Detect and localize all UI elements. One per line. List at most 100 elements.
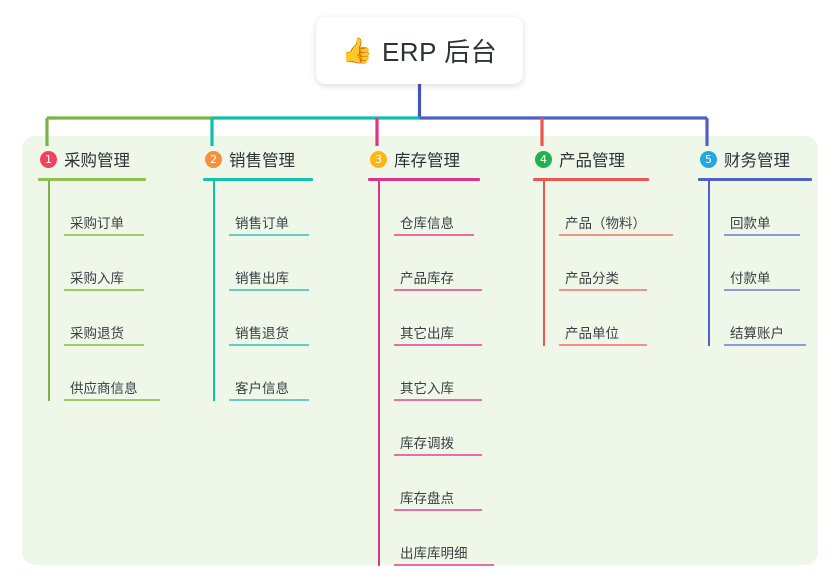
branch-underline (368, 178, 480, 181)
child-item-underline (394, 509, 482, 511)
branch-number-badge: 3 (370, 150, 387, 168)
branch-header[interactable]: 1 采购管理 (38, 146, 188, 172)
branch-number-badge: 4 (535, 150, 552, 168)
thumbs-up-icon: 👍 (341, 36, 373, 65)
branch-header[interactable]: 4 产品管理 (533, 146, 693, 172)
child-item-label: 销售出库 (235, 271, 289, 286)
branch-underline (533, 178, 649, 181)
child-item-label: 结算账户 (730, 326, 784, 341)
child-list: 产品（物料） 产品分类产品单位 (543, 181, 693, 346)
child-item-label: 产品库存 (400, 271, 454, 286)
child-item[interactable]: 产品库存 (394, 236, 528, 291)
child-item-underline (229, 234, 309, 236)
child-item[interactable]: 供应商信息 (64, 346, 188, 401)
child-item-underline (559, 289, 647, 291)
branch-number-badge: 1 (40, 150, 57, 168)
branch-5: 5 财务管理回款单付款单结算账户 (698, 146, 839, 346)
child-item-label: 回款单 (730, 216, 771, 231)
child-item-underline (394, 234, 474, 236)
child-item-underline (394, 564, 494, 566)
branch-header[interactable]: 3 库存管理 (368, 146, 528, 172)
child-item-underline (724, 289, 800, 291)
child-item-label: 产品（物料） (565, 216, 646, 231)
child-item[interactable]: 采购订单 (64, 181, 188, 236)
child-item-label: 销售退货 (235, 326, 289, 341)
child-item-label: 产品分类 (565, 271, 619, 286)
child-list: 采购订单采购入库采购退货供应商信息 (48, 181, 188, 401)
child-item-label: 库存盘点 (400, 491, 454, 506)
child-item[interactable]: 付款单 (724, 236, 839, 291)
child-item-underline (64, 399, 160, 401)
child-list: 销售订单销售出库销售退货客户信息 (213, 181, 353, 401)
child-item-underline (229, 344, 309, 346)
branch-underline (203, 178, 313, 181)
branch-spine (543, 181, 545, 346)
branch-spine (213, 181, 215, 401)
child-item[interactable]: 其它入库 (394, 346, 528, 401)
branch-3: 3 库存管理仓库信息产品库存其它出库其它入库库存调拨库存盘点出库库明细 (368, 146, 528, 566)
branch-1: 1 采购管理采购订单采购入库采购退货供应商信息 (38, 146, 188, 401)
child-item[interactable]: 产品（物料） (559, 181, 693, 236)
branch-title: 产品管理 (559, 152, 625, 170)
root-node[interactable]: 👍 ERP 后台 (316, 17, 523, 84)
child-item-label: 销售订单 (235, 216, 289, 231)
child-item-underline (394, 454, 482, 456)
child-item-underline (559, 234, 673, 236)
child-item-underline (394, 399, 482, 401)
child-item-underline (559, 344, 647, 346)
child-item[interactable]: 其它出库 (394, 291, 528, 346)
branch-spine (378, 181, 380, 566)
child-item[interactable]: 回款单 (724, 181, 839, 236)
child-item[interactable]: 销售订单 (229, 181, 353, 236)
child-item-label: 采购订单 (70, 216, 124, 231)
branch-spine (48, 181, 50, 401)
child-item-label: 库存调拨 (400, 436, 454, 451)
branch-number-badge: 2 (205, 150, 222, 168)
diagram-panel (22, 136, 818, 565)
branch-number-badge: 5 (700, 150, 717, 168)
child-item-label: 出库库明细 (400, 546, 468, 561)
child-item[interactable]: 结算账户 (724, 291, 839, 346)
child-item-label: 仓库信息 (400, 216, 454, 231)
child-item-label: 产品单位 (565, 326, 619, 341)
branch-spine (708, 181, 710, 346)
child-item[interactable]: 仓库信息 (394, 181, 528, 236)
child-item-label: 客户信息 (235, 381, 289, 396)
branch-4: 4 产品管理产品（物料） 产品分类产品单位 (533, 146, 693, 346)
child-item[interactable]: 产品分类 (559, 236, 693, 291)
child-item[interactable]: 销售出库 (229, 236, 353, 291)
child-item[interactable]: 库存盘点 (394, 456, 528, 511)
branch-title: 采购管理 (64, 152, 130, 170)
branch-header[interactable]: 5 财务管理 (698, 146, 839, 172)
branch-underline (38, 178, 146, 181)
child-item[interactable]: 出库库明细 (394, 511, 528, 566)
child-item-label: 其它入库 (400, 381, 454, 396)
child-item[interactable]: 客户信息 (229, 346, 353, 401)
child-item-underline (394, 289, 482, 291)
branch-title: 财务管理 (724, 152, 790, 170)
branch-title: 库存管理 (394, 152, 460, 170)
child-item-underline (229, 399, 309, 401)
child-item-label: 采购退货 (70, 326, 124, 341)
child-list: 仓库信息产品库存其它出库其它入库库存调拨库存盘点出库库明细 (378, 181, 528, 566)
child-item-label: 供应商信息 (70, 381, 138, 396)
child-item-underline (724, 234, 800, 236)
child-item[interactable]: 销售退货 (229, 291, 353, 346)
child-item-label: 其它出库 (400, 326, 454, 341)
child-item[interactable]: 产品单位 (559, 291, 693, 346)
child-item-underline (64, 234, 144, 236)
child-list: 回款单付款单结算账户 (708, 181, 839, 346)
branch-underline (698, 178, 812, 181)
child-item[interactable]: 采购入库 (64, 236, 188, 291)
child-item-underline (64, 289, 144, 291)
child-item-underline (394, 344, 482, 346)
root-title: ERP 后台 (381, 37, 498, 67)
child-item[interactable]: 库存调拨 (394, 401, 528, 456)
child-item-label: 付款单 (730, 271, 771, 286)
child-item-label: 采购入库 (70, 271, 124, 286)
child-item[interactable]: 采购退货 (64, 291, 188, 346)
child-item-underline (64, 344, 144, 346)
